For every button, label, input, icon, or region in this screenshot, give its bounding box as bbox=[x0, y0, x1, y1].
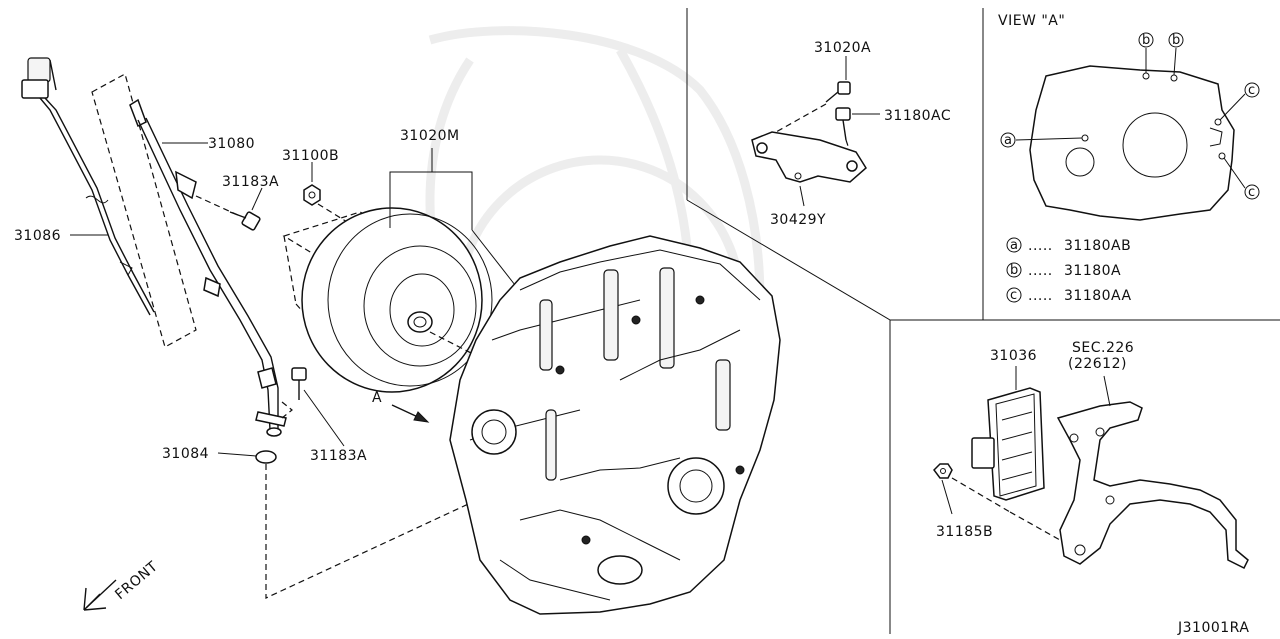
charging-pipe-part[interactable] bbox=[129, 98, 287, 437]
leader-31185b bbox=[941, 479, 953, 515]
bolt-31183a-upper[interactable] bbox=[229, 211, 261, 231]
dashed-leader-bolt-lower bbox=[281, 401, 293, 419]
leader-bracket-31020m bbox=[389, 171, 473, 230]
legend-dots-a: ..... bbox=[1028, 238, 1053, 254]
callout-b-right-letter: b bbox=[1172, 33, 1181, 48]
label-31100b: 31100B bbox=[282, 148, 339, 164]
bolt-31020a[interactable] bbox=[825, 81, 851, 103]
callout-c-upper: c bbox=[1219, 82, 1260, 121]
panel-dividers bbox=[686, 8, 1280, 634]
label-31080: 31080 bbox=[208, 136, 255, 152]
legend-key-c: c bbox=[1010, 288, 1018, 303]
bolt-31183a-lower[interactable] bbox=[291, 367, 307, 400]
bracket-30429y[interactable] bbox=[751, 131, 867, 183]
leader-sec226 bbox=[1103, 375, 1111, 407]
view-a-title: VIEW "A" bbox=[998, 13, 1065, 29]
legend-row-b: b ..... 31180A bbox=[1006, 262, 1121, 279]
callout-b-left-letter: b bbox=[1142, 33, 1151, 48]
label-31086: 31086 bbox=[14, 228, 61, 244]
label-31185b: 31185B bbox=[936, 524, 993, 540]
label-31084: 31084 bbox=[162, 446, 209, 462]
label-31020a: 31020A bbox=[814, 40, 871, 56]
leader-31084 bbox=[217, 452, 257, 457]
dashed-leader-bolt-upper bbox=[195, 195, 241, 217]
dashed-leader-o-ring bbox=[265, 464, 521, 599]
torque-converter-part[interactable] bbox=[282, 207, 493, 393]
dashed-leader-31185b-2 bbox=[1009, 511, 1061, 541]
control-unit-31036[interactable] bbox=[971, 387, 1045, 501]
label-22612: (22612) bbox=[1068, 356, 1127, 372]
label-31180ac: 31180AC bbox=[884, 108, 951, 124]
label-31183a-lower: 31183A bbox=[310, 448, 367, 464]
label-31183a-upper: 31183A bbox=[222, 174, 279, 190]
legend-dots-c: ..... bbox=[1028, 288, 1053, 304]
leader-31183a-upper bbox=[251, 187, 263, 211]
tcm-bracket-22612[interactable] bbox=[1056, 401, 1249, 570]
view-a-arrowhead-icon bbox=[413, 411, 430, 423]
callout-c-lower: c bbox=[1223, 157, 1260, 200]
callout-a: a bbox=[1000, 132, 1083, 148]
o-ring-31084[interactable] bbox=[255, 450, 277, 464]
diagram-id: J31001RA bbox=[1177, 620, 1249, 636]
leader-31183a-lower bbox=[303, 389, 345, 447]
view-a-marker: A bbox=[372, 390, 382, 406]
label-31020m: 31020M bbox=[400, 128, 460, 144]
callout-b-right: b bbox=[1168, 32, 1184, 76]
legend-key-a: a bbox=[1010, 238, 1018, 253]
bolt-31180ac[interactable] bbox=[835, 107, 851, 141]
nut-31185b[interactable] bbox=[933, 463, 953, 479]
view-a-arrow-icon bbox=[391, 404, 421, 419]
front-label: FRONT bbox=[112, 558, 161, 603]
transmission-case-part[interactable] bbox=[449, 235, 781, 615]
legend-part-c: 31180AA bbox=[1064, 288, 1132, 304]
leader-31020m-to-case bbox=[471, 229, 516, 286]
view-a-housing bbox=[1029, 65, 1235, 221]
callout-c-upper-letter: c bbox=[1248, 83, 1256, 98]
legend-part-a: 31180AB bbox=[1064, 238, 1131, 254]
legend-row-c: c ..... 31180AA bbox=[1006, 287, 1132, 304]
dashed-group-box bbox=[91, 73, 197, 348]
dashed-leader-31020a bbox=[775, 103, 827, 133]
label-31036: 31036 bbox=[990, 348, 1037, 364]
legend-row-a: a ..... 31180AB bbox=[1006, 237, 1131, 254]
label-sec226: SEC.226 bbox=[1072, 340, 1134, 356]
nut-31100b[interactable] bbox=[303, 184, 321, 206]
leader-30429y bbox=[799, 185, 805, 207]
dashed-leader-31185b bbox=[951, 477, 1011, 513]
legend-key-b: b bbox=[1010, 263, 1019, 278]
front-arrow-icon bbox=[83, 579, 117, 611]
legend-dots-b: ..... bbox=[1028, 263, 1053, 279]
callout-a-letter: a bbox=[1004, 133, 1012, 148]
legend-part-b: 31180A bbox=[1064, 263, 1121, 279]
dipstick-part[interactable] bbox=[21, 57, 155, 316]
callout-b-left: b bbox=[1138, 32, 1154, 73]
callout-c-lower-letter: c bbox=[1248, 185, 1256, 200]
label-30429y: 30429Y bbox=[770, 212, 826, 228]
